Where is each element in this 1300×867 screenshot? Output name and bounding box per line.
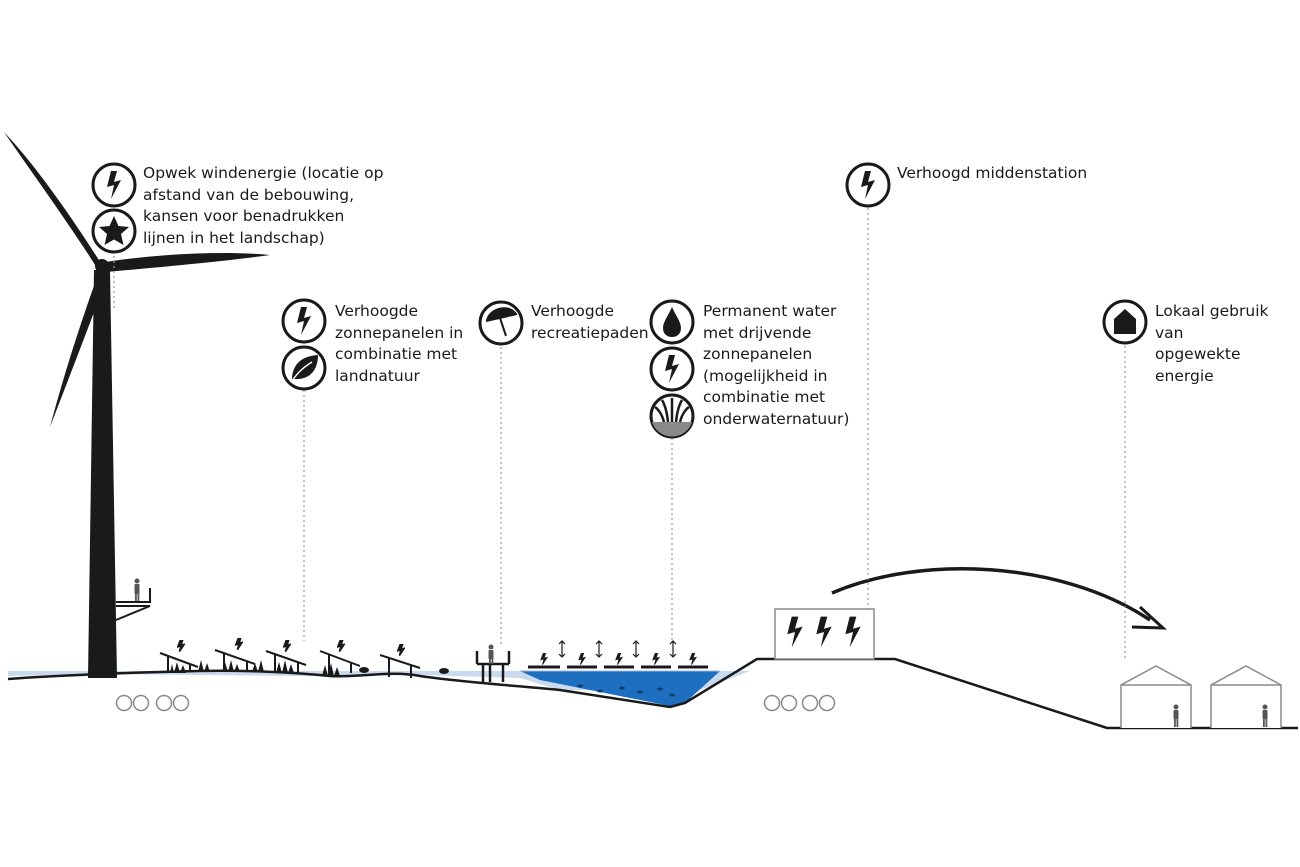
turbine-blade-up	[4, 132, 102, 268]
cable-conduits	[115, 694, 836, 712]
elevated-solar-panels	[159, 638, 421, 678]
lightning-icon	[91, 162, 137, 208]
solar-panel-2	[214, 638, 256, 672]
lightning-icon	[281, 298, 327, 344]
substation-building	[774, 608, 875, 660]
person-icon	[134, 578, 140, 601]
solar-panel-5	[379, 644, 421, 678]
house-2	[1210, 665, 1282, 728]
star-icon	[91, 208, 137, 254]
umbrella-icon	[478, 300, 524, 346]
turbine-tower	[88, 270, 117, 678]
turbine-blade-right	[105, 252, 270, 272]
fish	[577, 684, 675, 697]
wind-energy-label: Opwek windenergie (locatie op afstand va…	[143, 164, 384, 247]
houses	[1120, 665, 1282, 728]
person-icon	[1262, 704, 1268, 727]
solar-panel-1	[159, 640, 199, 673]
energy-flow-arrow	[831, 567, 1168, 630]
floating-solar-label: Permanent water met drijvende zonnepanel…	[703, 302, 850, 428]
ground-line	[7, 657, 1298, 730]
solar-panel-3	[265, 640, 307, 674]
recreation-paths-label: Verhoogde recreatiepaden	[531, 302, 649, 342]
person-icon	[1173, 704, 1179, 727]
leaf-icon	[281, 345, 327, 391]
duck	[359, 667, 369, 673]
turbine-hub	[95, 259, 109, 273]
vegetation	[170, 660, 449, 676]
recreation-pier	[475, 644, 511, 682]
lightning-icon	[649, 346, 695, 392]
turbine-blade-down	[50, 272, 108, 427]
water-drop-icon	[649, 299, 695, 345]
lightning-icon	[845, 162, 891, 208]
house-icon	[1102, 299, 1148, 345]
wind-turbine	[4, 132, 270, 678]
water-plant-icon	[649, 393, 695, 439]
house-1	[1120, 665, 1192, 728]
turbine-platform	[115, 588, 151, 621]
floating-solar-panels	[528, 640, 708, 669]
duck	[439, 668, 449, 674]
local-use-label: Lokaal gebruik van opgewekte energie	[1155, 302, 1269, 385]
leader-lines	[113, 208, 1126, 660]
substation-label: Verhoogd middenstation	[897, 164, 1088, 182]
person-icon	[488, 644, 494, 664]
elevated-solar-label: Verhoogde zonnepanelen in combinatie met…	[335, 302, 464, 385]
